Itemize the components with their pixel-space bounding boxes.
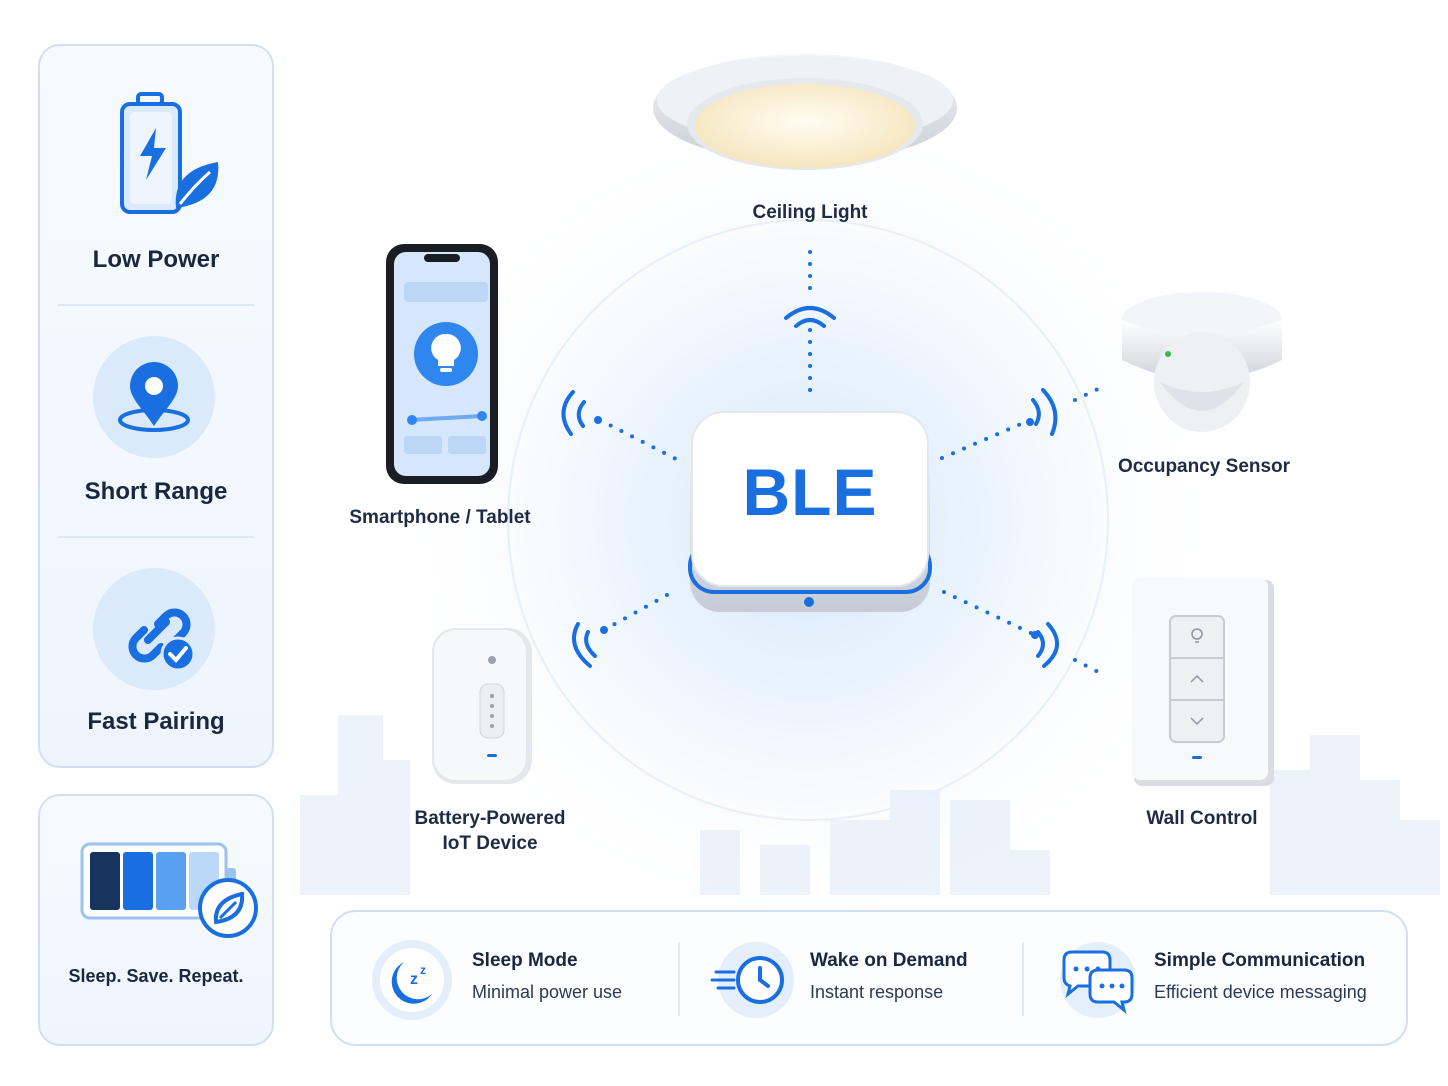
sleep-panel: Sleep. Save. Repeat. [38, 794, 274, 1046]
bottom-feature-title-sleep: Sleep Mode [472, 950, 578, 971]
svg-text:z: z [420, 963, 426, 977]
sleep-card-label: Sleep. Save. Repeat. [68, 966, 244, 986]
signal-waves [561, 306, 1059, 668]
occupancy-sensor-image [1122, 292, 1282, 432]
device-label-battery-line1: Battery-Powered [414, 808, 566, 829]
location-pin-icon [118, 362, 190, 432]
bottom-feature-subtitle-communication: Efficient device messaging [1154, 982, 1367, 1002]
device-label-ceiling-light: Ceiling Light [752, 202, 868, 223]
device-label-smartphone: Smartphone / Tablet [349, 507, 531, 528]
bottom-features-panel: z z Sleep Mode Minimal power use Wake on… [330, 910, 1408, 1046]
feature-label-short-range: Short Range [84, 478, 228, 505]
chat-bubbles-icon [1060, 942, 1136, 1018]
ceiling-light-image [653, 54, 957, 170]
feature-label-fast-pairing: Fast Pairing [87, 708, 225, 735]
moon-sleep-icon: z z [372, 940, 452, 1020]
bottom-feature-subtitle-sleep: Minimal power use [472, 982, 623, 1002]
battery-device-image [432, 628, 532, 784]
separator [678, 942, 680, 1016]
battery-leaf-icon [120, 92, 219, 214]
bottom-feature-subtitle-wake: Instant response [810, 982, 944, 1002]
bottom-feature-title-communication: Simple Communication [1154, 950, 1366, 971]
feature-label-low-power: Low Power [92, 246, 220, 273]
wall-control-image [1132, 578, 1274, 786]
ble-hub: BLE [688, 410, 932, 616]
clock-speed-icon [710, 942, 794, 1018]
battery-level-leaf-icon [80, 842, 258, 938]
divider [58, 304, 254, 306]
link-check-icon [128, 608, 196, 672]
device-label-battery-line2: IoT Device [442, 833, 538, 854]
divider [58, 536, 254, 538]
city-skyline [300, 715, 1440, 895]
ble-hub-label: BLE [742, 455, 878, 529]
device-label-wall-control: Wall Control [1146, 808, 1258, 829]
separator [1022, 942, 1024, 1016]
device-label-occupancy-sensor: Occupancy Sensor [1117, 456, 1291, 477]
ble-hub-body [688, 411, 932, 612]
features-panel: Low Power Short Range Fast Pairing [38, 44, 274, 768]
smartphone-image [386, 244, 498, 484]
bottom-feature-title-wake: Wake on Demand [810, 950, 968, 971]
svg-text:z: z [410, 971, 418, 988]
